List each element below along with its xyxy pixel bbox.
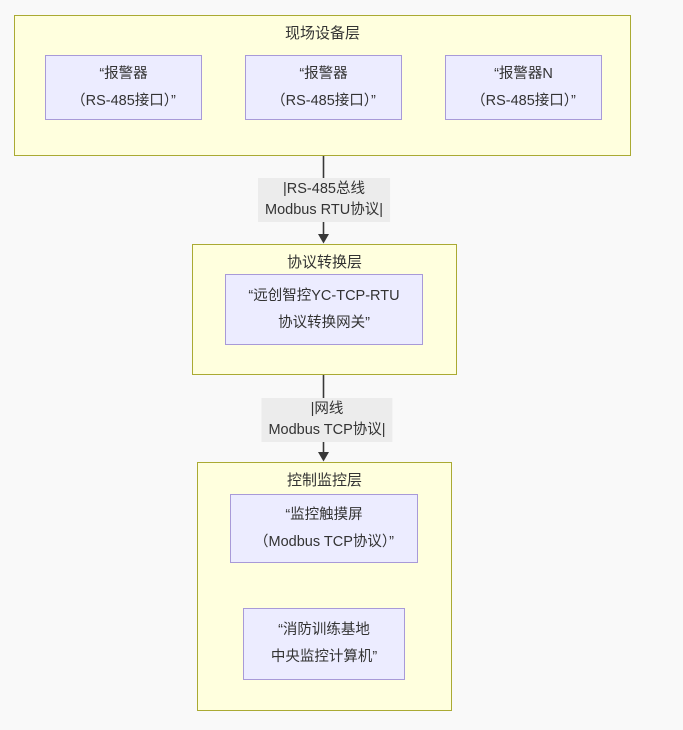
- node-gateway-line2: 协议转换网关”: [278, 314, 370, 331]
- node-alarm-2-line2: （RS-485接口）”: [271, 92, 376, 109]
- arrow-head-2: [318, 452, 329, 462]
- edge-label-rs485-bus: |RS-485总线 Modbus RTU协议|: [258, 178, 390, 222]
- edge-label-ethernet-line2: Modbus TCP协议|: [268, 422, 386, 438]
- edge-label-ethernet-line1: |网线: [310, 401, 344, 417]
- node-central-computer: “消防训练基地 中央监控计算机”: [243, 608, 405, 680]
- edge-label-rs485-bus-line1: |RS-485总线: [283, 181, 365, 197]
- node-alarm-1-line1: “报警器: [99, 65, 148, 82]
- cluster-field-device-layer-title: 现场设备层: [284, 25, 360, 42]
- node-touchscreen: “监控触摸屏 （Modbus TCP协议）”: [230, 494, 418, 563]
- cluster-control-monitoring-layer-title: 控制监控层: [286, 472, 362, 489]
- node-alarm-1-line2: （RS-485接口）”: [71, 92, 176, 109]
- cluster-protocol-conversion-layer-title: 协议转换层: [286, 254, 362, 271]
- node-alarm-n-line2: （RS-485接口）”: [471, 92, 576, 109]
- node-gateway: “远创智控YC-TCP-RTU 协议转换网关”: [225, 274, 423, 345]
- node-alarm-2-line1: “报警器: [299, 65, 348, 82]
- node-alarm-1: “报警器 （RS-485接口）”: [45, 55, 202, 120]
- node-central-computer-line2: 中央监控计算机”: [270, 649, 378, 665]
- node-gateway-line1: “远创智控YC-TCP-RTU: [248, 287, 400, 304]
- node-touchscreen-line2: （Modbus TCP协议）”: [254, 533, 394, 550]
- node-alarm-2: “报警器 （RS-485接口）”: [245, 55, 402, 120]
- arrow-head-1: [318, 234, 329, 244]
- node-alarm-n: “报警器N （RS-485接口）”: [445, 55, 602, 120]
- node-central-computer-line1: “消防训练基地: [278, 622, 370, 638]
- node-alarm-n-line1: “报警器N: [494, 65, 553, 82]
- edge-label-ethernet: |网线 Modbus TCP协议|: [261, 398, 393, 442]
- edge-label-rs485-bus-line2: Modbus RTU协议|: [265, 202, 383, 218]
- node-touchscreen-line1: “监控触摸屏: [285, 506, 363, 523]
